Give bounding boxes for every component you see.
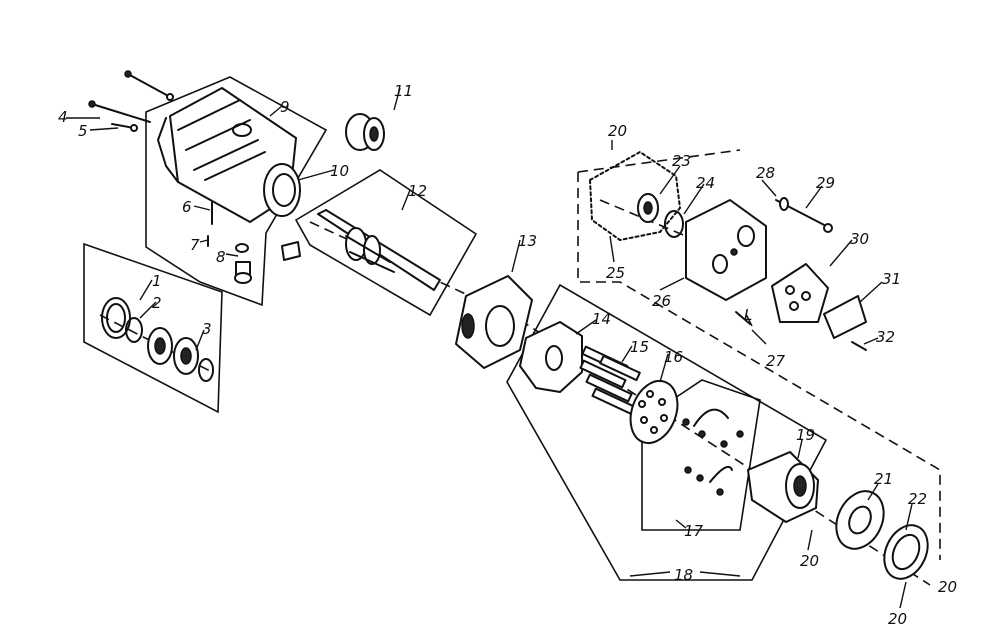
part-labels: 1 2 3 4 5 6 7 8 9 10 11 12 13 14 15 16 1…: [58, 82, 957, 628]
label-7: 7: [190, 236, 200, 254]
label-4: 4: [58, 108, 68, 126]
label-20-bottom: 20: [888, 610, 907, 628]
cover-part-31: [823, 295, 867, 339]
label-6: 6: [182, 198, 192, 216]
screw-part-32: [851, 341, 867, 351]
label-3: 3: [202, 320, 212, 338]
label-10: 10: [330, 162, 349, 180]
washer-part-28: [779, 197, 789, 211]
plug-part-8: [234, 243, 252, 284]
ring-part-2: [125, 317, 143, 343]
bearing-part-set: [147, 327, 199, 375]
ring-part-3: [198, 358, 214, 382]
label-9: 9: [280, 98, 290, 116]
label-20-right: 20: [938, 578, 957, 596]
label-17: 17: [684, 522, 704, 540]
label-28: 28: [756, 164, 775, 182]
label-5: 5: [78, 122, 88, 140]
bearing-part-11: [345, 113, 385, 151]
label-13: 13: [518, 232, 537, 250]
label-29: 29: [816, 174, 835, 192]
washer-part-22: [883, 524, 929, 580]
bolt-part-4: [88, 100, 151, 123]
label-20-top: 20: [608, 122, 627, 140]
label-31: 31: [882, 270, 901, 288]
valve-plate-part-14: [519, 321, 583, 393]
group-outline-12: [294, 169, 478, 317]
housing-part-9: [157, 87, 301, 223]
snap-ring-part-1: [101, 297, 131, 339]
plate-part-21: [835, 490, 885, 550]
linkage-part-17: [682, 408, 744, 496]
ring-part-24: [664, 210, 684, 238]
label-25: 25: [606, 264, 625, 282]
label-27: 27: [766, 352, 786, 370]
label-32: 32: [876, 328, 895, 346]
label-30: 30: [850, 230, 869, 248]
port-block-part-26: [685, 199, 767, 301]
label-14: 14: [592, 310, 611, 328]
leader-lines: [66, 87, 913, 609]
label-24: 24: [696, 174, 715, 192]
label-2: 2: [152, 294, 162, 312]
label-16: 16: [664, 348, 683, 366]
label-12: 12: [408, 182, 427, 200]
label-23: 23: [672, 152, 691, 170]
pistons-part-15: [579, 345, 641, 417]
group-outline-9: [145, 76, 328, 307]
plate-part-13: [455, 275, 533, 369]
label-22: 22: [908, 490, 927, 508]
group-outline-1: [83, 242, 223, 414]
dashed-link-top: [577, 149, 741, 173]
washer-part-5: [111, 123, 138, 132]
label-1: 1: [152, 272, 162, 290]
label-L: L: [744, 306, 752, 324]
screw-part-27: [735, 311, 751, 325]
cylinder-block-part-19: [747, 451, 819, 523]
group-outline-17: [641, 379, 761, 531]
label-11: 11: [394, 82, 413, 100]
label-19: 19: [796, 426, 815, 444]
bearing-part-23: [637, 193, 659, 223]
label-8: 8: [216, 248, 226, 266]
group-outline-dashed: [577, 172, 941, 560]
bolt-part-top: [124, 70, 174, 101]
label-26: 26: [652, 292, 671, 310]
label-20-mid: 20: [800, 552, 819, 570]
key-part: [281, 241, 301, 261]
shaft-part-12: [317, 209, 441, 291]
gasket-part-30: [771, 263, 829, 323]
label-21: 21: [874, 470, 893, 488]
label-15: 15: [630, 338, 649, 356]
retainer-plate-part-16: [629, 380, 679, 444]
label-18: 18: [674, 566, 693, 584]
gasket-part-20: [589, 151, 681, 241]
